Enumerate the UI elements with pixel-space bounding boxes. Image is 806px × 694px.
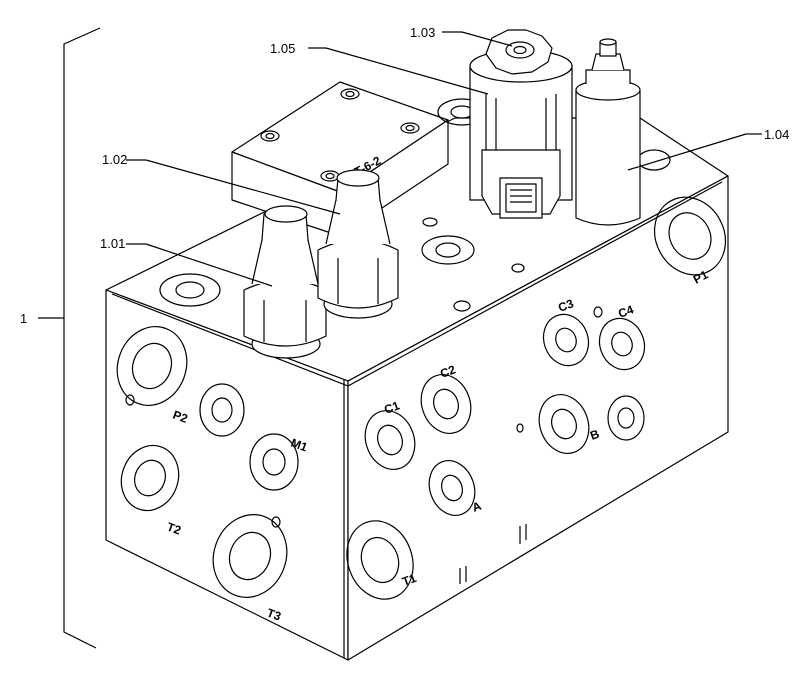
top-face-plugs [159,98,671,312]
callout-1-05: 1.05 [270,41,295,56]
port-label-c1: C1 [382,398,402,417]
cartridge-valve-1-01 [243,205,327,359]
cartridge-valve-1-02 [317,169,399,319]
assembly-bracket [38,27,101,649]
manual-override-knob-1-03 [485,29,553,75]
bottom-pins [459,524,527,584]
port-label-t3: T3 [265,606,283,624]
cartridge-valve-1-04 [575,38,641,226]
callout-leaders [126,31,762,287]
right-face-ports [346,306,646,600]
port-label-p2: P2 [171,408,190,426]
port-label-m1: M1 [289,436,310,455]
callout-1-01: 1.01 [100,236,125,251]
callout-1-04: 1.04 [764,127,789,142]
port-label-c3: C3 [556,296,576,315]
port-label-t2: T2 [165,520,183,538]
port-label-c4: C4 [616,302,636,321]
callout-1-03: 1.03 [410,25,435,40]
solenoid-valve-1-05 [469,49,573,219]
port-label-c2: C2 [438,362,458,381]
left-face-ports [116,326,299,598]
assembly-label: 1 [20,311,27,326]
port-label-t1: T1 [400,571,418,589]
port-label-p1: P1 [691,267,711,286]
port-p1-circle [653,196,727,276]
callout-1-02: 1.02 [102,152,127,167]
sandwich-plate [231,81,449,237]
